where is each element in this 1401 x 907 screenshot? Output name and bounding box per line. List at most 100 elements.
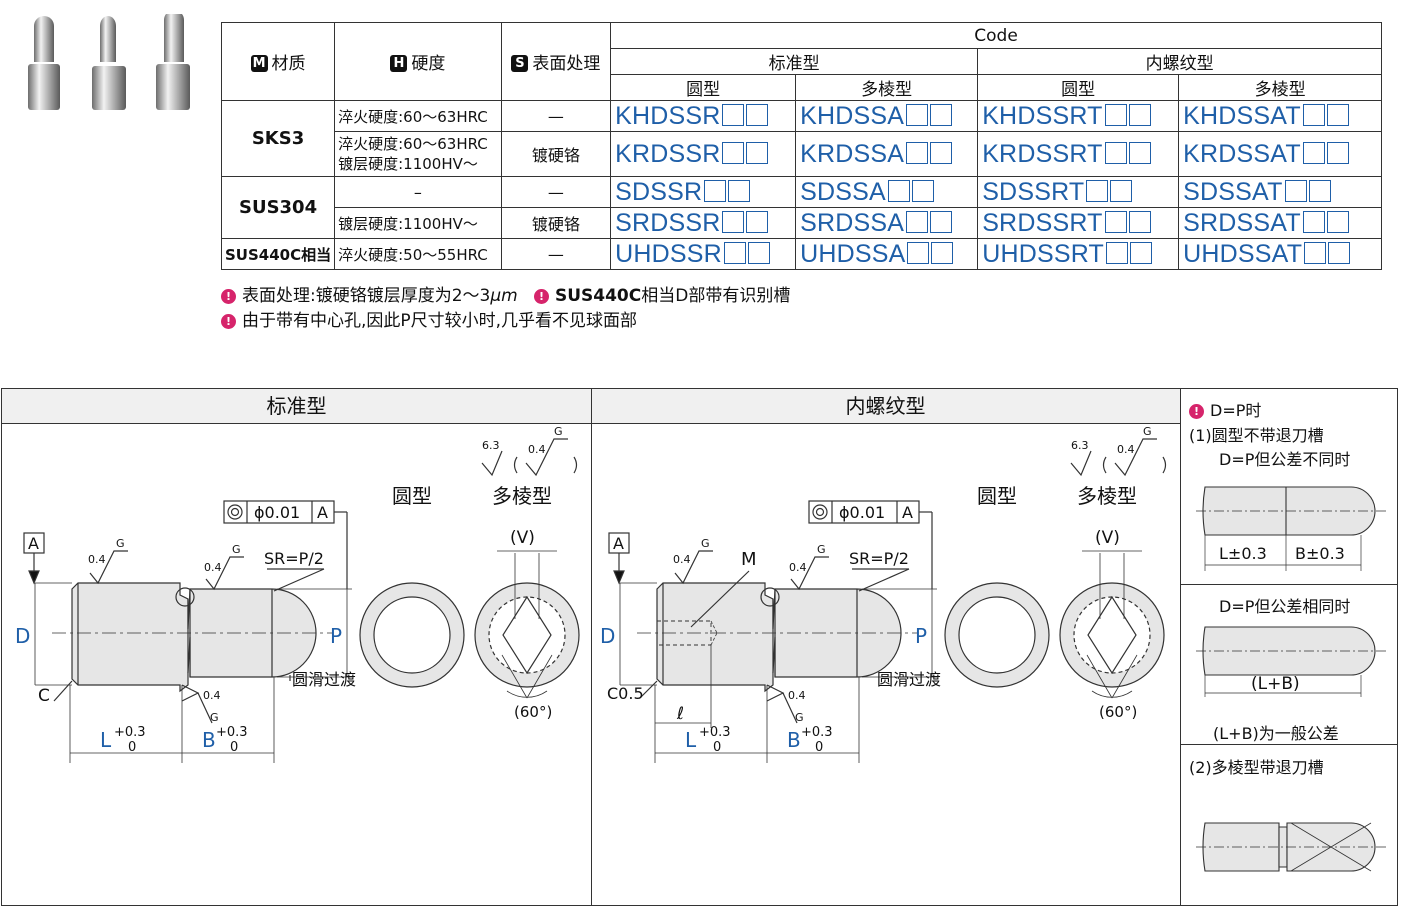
angle-label: (60°) xyxy=(1099,703,1137,721)
p-dim: P xyxy=(330,624,342,648)
tolerance-datum: A xyxy=(902,503,913,522)
table-row: SUS304 – — SDSSR SDSSA SDSSRT SDSSAT xyxy=(220,176,1382,239)
code-cell: SDSSRT xyxy=(977,176,1180,208)
hardness-cell: 镀层硬度:1100HV～ xyxy=(334,207,502,239)
svg-text:0.4: 0.4 xyxy=(788,689,806,702)
angle-label: (60°) xyxy=(514,703,552,721)
header-poly-internal: 多棱型 xyxy=(1178,74,1382,101)
svg-text:0.4: 0.4 xyxy=(1117,443,1135,456)
poly-label: 多棱型 xyxy=(492,484,552,508)
rough-04-b: 0.4 xyxy=(204,561,222,574)
side-diagram-1: L±0.3 B±0.3 xyxy=(1196,486,1387,571)
hardness-cell: 淬火硬度:50～55HRC xyxy=(334,238,502,270)
svg-text:G: G xyxy=(795,711,804,724)
material-cell: SUS304 xyxy=(220,176,336,239)
v-label: (V) xyxy=(1095,528,1120,548)
smooth-label: 圆滑过渡 xyxy=(877,670,941,689)
surface-cell: — xyxy=(500,238,612,270)
header-poly: 多棱型 xyxy=(795,74,979,101)
code-cell: SRDSSRT xyxy=(977,207,1180,239)
drawing-frame: 标准型 内螺纹型 xyxy=(1,388,1398,906)
code-cell: UHDSSR xyxy=(610,238,797,270)
surface-cell: 镀硬铬 xyxy=(500,131,612,177)
code-cell: KRDSSRT xyxy=(977,131,1180,177)
rough-04-a: 0.4 xyxy=(88,553,106,566)
rough-g-c: G xyxy=(210,711,219,724)
pin-round-image xyxy=(28,16,60,110)
hardness-cell: – xyxy=(334,176,502,208)
standard-drawing: 圆型 多棱型 (V) (60°) ϕ0.01 A A SR=P/2 圆滑过渡 C… xyxy=(15,425,580,763)
note-line: !表面处理:镀硬铬镀层厚度为2～3μm !SUS440C相当D部带有识别槽 xyxy=(221,284,790,309)
tolerance-datum: A xyxy=(317,503,328,522)
tolerance-value: ϕ0.01 xyxy=(839,503,885,522)
svg-text:0: 0 xyxy=(815,740,823,755)
pin-taper-image xyxy=(92,16,126,110)
smooth-label: 圆滑过渡 xyxy=(292,670,356,689)
svg-text:0: 0 xyxy=(128,740,136,755)
svg-text:0.4: 0.4 xyxy=(789,561,807,574)
surface-cell: 镀硬铬 xyxy=(500,207,612,239)
l-script-label: ℓ xyxy=(676,704,684,724)
rough-04-c: 0.4 xyxy=(203,689,221,702)
svg-text:+0.3: +0.3 xyxy=(216,725,248,740)
round-label: 圆型 xyxy=(977,484,1017,508)
internal-drawing: 圆型 多棱型 (V) (60°) ϕ0.01 A A SR=P/2 圆滑过渡 M… xyxy=(600,425,1167,763)
header-round: 圆型 xyxy=(610,74,797,101)
b-tol-label: B±0.3 xyxy=(1295,544,1345,563)
surface-cell: — xyxy=(500,176,612,208)
l-dim: L xyxy=(100,728,112,752)
note-mark-icon: ! xyxy=(221,289,236,304)
d-dim: D xyxy=(600,624,615,648)
code-cell: SRDSSA xyxy=(795,207,979,239)
datum-a: A xyxy=(613,534,624,553)
rough-63: 6.3 xyxy=(482,439,500,452)
svg-text:0.4: 0.4 xyxy=(673,553,691,566)
code-cell: SDSSAT xyxy=(1178,176,1382,208)
svg-text:0: 0 xyxy=(713,740,721,755)
product-photo xyxy=(28,14,190,110)
rough-g-d: G xyxy=(554,425,563,438)
table-row: SKS3 淬火硬度:60～63HRC — KHDSSR KHDSSA KHDSS… xyxy=(220,100,1382,177)
code-cell: KHDSSAT xyxy=(1178,100,1382,132)
notes: !表面处理:镀硬铬镀层厚度为2～3μm !SUS440C相当D部带有识别槽 !由… xyxy=(221,284,790,334)
svg-text:G: G xyxy=(701,537,710,550)
note-mark-icon: ! xyxy=(1189,404,1204,419)
table-row: 镀层硬度:1100HV～ 镀硬铬 SRDSSR SRDSSA SRDSSRT S… xyxy=(222,207,1382,239)
pin-poly-image xyxy=(156,14,190,110)
rough-g-a: G xyxy=(116,537,125,550)
side-panel: !D=P时 (1)圆型不带退刀槽 D=P但公差不同时 L±0.3 B±0.3 D… xyxy=(1181,389,1398,905)
svg-text:G: G xyxy=(817,543,826,556)
side-case1: D=P但公差不同时 xyxy=(1219,450,1351,469)
rough-g-b: G xyxy=(232,543,241,556)
svg-text:0: 0 xyxy=(230,740,238,755)
b-dim: B xyxy=(202,728,216,752)
note-line: !由于带有中心孔,因此P尺寸较小时,几乎看不见球面部 xyxy=(221,309,790,334)
material-cell: SKS3 xyxy=(220,100,336,177)
code-cell: KHDSSA xyxy=(795,100,979,132)
code-cell: SDSSR xyxy=(610,176,797,208)
v-label: (V) xyxy=(510,528,535,548)
side-diagram-2: (L+B) xyxy=(1196,626,1387,697)
note-mark-icon: ! xyxy=(221,314,236,329)
hardness-cell: 淬火硬度:60～63HRC xyxy=(334,100,502,132)
svg-text:+0.3: +0.3 xyxy=(699,725,731,740)
rough-04-d: 0.4 xyxy=(528,443,546,456)
side-lb-note: (L+B)为一般公差 xyxy=(1213,724,1339,743)
svg-text:+0.3: +0.3 xyxy=(801,725,833,740)
svg-text:+0.3: +0.3 xyxy=(114,725,146,740)
svg-text:G: G xyxy=(1143,425,1152,438)
header-code: Code xyxy=(610,22,1382,49)
d-dim: D xyxy=(15,624,30,648)
side-diagram-3 xyxy=(1196,822,1387,872)
side-item1: (1)圆型不带退刀槽 xyxy=(1189,426,1324,445)
datum-a: A xyxy=(28,534,39,553)
standard-title: 标准型 xyxy=(2,389,591,424)
c05-label: C0.5 xyxy=(607,684,644,703)
header-internal: 内螺纹型 xyxy=(977,48,1382,75)
header-round-internal: 圆型 xyxy=(977,74,1180,101)
code-cell: KHDSSR xyxy=(610,100,797,132)
side-case2: D=P但公差相同时 xyxy=(1219,597,1351,616)
code-cell: KRDSSR xyxy=(610,131,797,177)
